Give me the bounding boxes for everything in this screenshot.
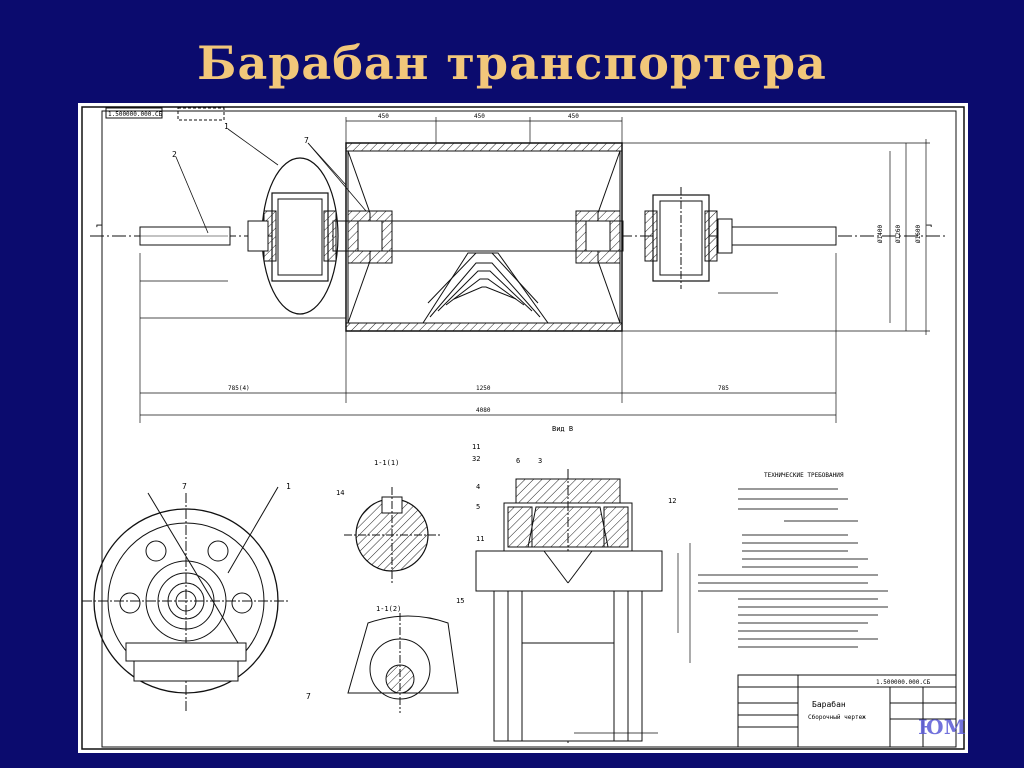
title-block-name: Барабан <box>812 699 846 709</box>
pos-7c: 7 <box>306 692 311 701</box>
pos-15: 15 <box>456 597 464 605</box>
pos-11: 11 <box>472 443 480 451</box>
section-arrow-left: ⌐ <box>96 221 102 232</box>
notes-title: ТЕХНИЧЕСКИЕ ТРЕБОВАНИЯ <box>764 472 844 479</box>
dim-top-1: 450 <box>378 113 389 120</box>
dim-bottom-right: 785 <box>718 385 729 392</box>
dim-r1: Ø1400 <box>877 225 884 243</box>
pos-1: 1 <box>224 122 229 131</box>
sheet-code-box <box>105 107 163 119</box>
section-hub <box>347 613 459 713</box>
dim-top-3: 450 <box>568 113 579 120</box>
bottom-dimensions <box>139 253 837 423</box>
sheet-code: 1.500000.000.СБ <box>108 111 163 118</box>
pos-7a: 7 <box>304 136 309 145</box>
pos-14: 14 <box>336 489 344 497</box>
dim-bottom-mid: 1250 <box>476 385 491 392</box>
section-arrow-right: ¬ <box>926 221 932 232</box>
technical-notes: ТЕХНИЧЕСКИЕ ТРЕБОВАНИЯ <box>698 472 888 648</box>
pos-2: 2 <box>172 150 177 159</box>
dim-r3: Ø1600 <box>915 225 922 243</box>
title-block-sub: Сборочный чертеж <box>808 714 866 721</box>
sheet-frame <box>81 106 965 750</box>
leaders <box>175 128 367 234</box>
pos-11b: 11 <box>476 535 484 543</box>
title-block <box>737 674 957 748</box>
slide-title: Барабан транспортера <box>197 36 827 90</box>
engineering-drawing-sheet: 1.500000.000.СБ <box>78 103 968 753</box>
drawing-canvas: 1.500000.000.СБ <box>81 106 965 750</box>
pos-6: 6 <box>516 457 520 465</box>
section-shaft <box>344 487 440 583</box>
top-dimensions <box>345 117 623 143</box>
pos-1b: 1 <box>286 482 291 491</box>
pos-32: 32 <box>472 455 480 463</box>
inner-frame <box>101 110 957 748</box>
dim-bottom-left: 785(4) <box>228 385 250 392</box>
logo: ЮМ <box>918 715 966 739</box>
pos-7b: 7 <box>182 482 187 491</box>
section-label-1: 1-1(1) <box>374 459 399 467</box>
pos-4: 4 <box>476 483 480 491</box>
pos-12: 12 <box>668 497 676 505</box>
dim-r2: Ø1260 <box>895 225 902 243</box>
right-dimensions <box>622 139 930 335</box>
pos-3: 3 <box>538 457 542 465</box>
lagging-chevrons <box>422 252 549 324</box>
stamp-box <box>177 107 225 121</box>
dim-bottom-total: 4080 <box>476 407 491 414</box>
view-b-label: Вид В <box>552 425 573 433</box>
section-label-2: 1-1(2) <box>376 605 401 613</box>
shaft-right <box>725 226 837 246</box>
end-view <box>82 486 290 713</box>
pos-5: 5 <box>476 503 480 511</box>
title-block-code: 1.500000.000.СБ <box>876 679 931 686</box>
main-view: 1 2 7 ⌐ ¬ 450 450 450 <box>90 113 948 423</box>
dim-top-2: 450 <box>474 113 485 120</box>
view-bearing-assembly <box>475 469 663 743</box>
